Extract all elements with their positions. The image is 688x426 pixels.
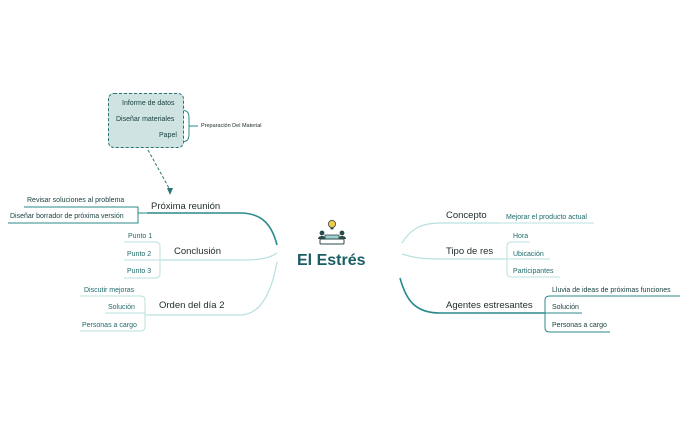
subtopic-personas-a-cargo-left[interactable]: Personas a cargo: [82, 322, 137, 329]
subtopic-solucion-right[interactable]: Solución: [552, 304, 579, 311]
subtopic-hora[interactable]: Hora: [513, 233, 529, 240]
sub-line-revisar: [24, 206, 147, 214]
relation-arrow-head: [167, 188, 173, 195]
branch-line-tipo-de-res: [401, 253, 505, 260]
sub-line-punto-3: [124, 260, 161, 279]
subtopic-punto-2[interactable]: Punto 2: [127, 251, 152, 258]
subtopic-solucion-left[interactable]: Solución: [108, 304, 135, 311]
subtopic-revisar-soluciones[interactable]: Revisar soluciones al problema: [27, 197, 125, 204]
branch-line-orden-del-dia: [147, 261, 278, 316]
central-topic-title[interactable]: El Estrés: [297, 252, 366, 269]
sub-line-disenar-borrador: [8, 213, 139, 224]
sub-line-lluvia: [544, 295, 680, 313]
sub-line-discutir: [80, 295, 147, 316]
topic-orden-del-dia[interactable]: Orden del día 2: [159, 300, 225, 311]
sub-line-punto-1: [124, 241, 162, 261]
subtopic-discutir-mejoras[interactable]: Discutir mejoras: [84, 287, 135, 294]
group-label-preparacion-material[interactable]: Preparación Del Material: [201, 123, 262, 129]
group-item-informe-de-datos[interactable]: Informe de datos: [122, 100, 175, 107]
branch-line-concepto: [401, 222, 500, 244]
sub-line-participantes: [506, 259, 560, 278]
branch-line-conclusion: [162, 252, 278, 261]
floating-group-box[interactable]: [108, 93, 184, 148]
subtopic-punto-3[interactable]: Punto 3: [127, 268, 152, 275]
group-item-papel[interactable]: Papel: [159, 132, 177, 139]
subtopic-ubicacion[interactable]: Ubicación: [513, 251, 544, 258]
subtopic-mejorar-producto[interactable]: Mejorar el producto actual: [506, 214, 587, 221]
subtopic-participantes[interactable]: Participantes: [513, 268, 554, 275]
branch-line-agentes: [399, 277, 545, 314]
topic-proxima-reunion[interactable]: Próxima reunión: [151, 201, 221, 212]
topic-conclusion[interactable]: Conclusión: [174, 246, 221, 257]
subtopic-disenar-borrador[interactable]: Diseñar borrador de próxima versión: [10, 213, 124, 220]
branch-line-proxima-reunion: [147, 212, 278, 246]
topic-tipo-de-res[interactable]: Tipo de res: [446, 246, 494, 257]
subtopic-lluvia-de-ideas[interactable]: Lluvia de ideas de próximas funciones: [552, 287, 671, 294]
subtopic-personas-a-cargo-right[interactable]: Personas a cargo: [552, 322, 607, 329]
sub-line-hora: [505, 241, 530, 260]
meeting-lightbulb-icon: [318, 219, 346, 245]
relation-arrow-line: [147, 149, 171, 191]
group-item-disenar-materiales[interactable]: Diseñar materiales: [116, 116, 175, 123]
sub-line-personas-left: [80, 315, 146, 332]
sub-line-personas-right: [544, 313, 610, 333]
topic-concepto[interactable]: Concepto: [446, 210, 487, 221]
topic-agentes-estresantes[interactable]: Agentes estresantes: [446, 300, 533, 311]
subtopic-punto-1[interactable]: Punto 1: [128, 233, 153, 240]
